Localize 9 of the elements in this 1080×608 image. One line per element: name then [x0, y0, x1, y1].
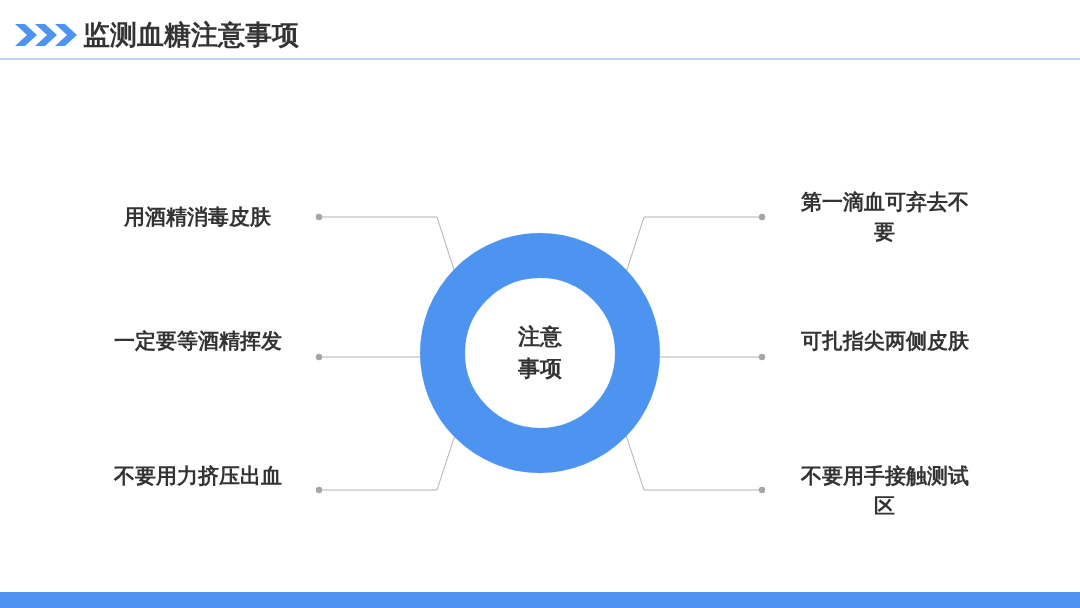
tip-text: 可扎指尖两侧皮肤 [799, 328, 970, 355]
tip-text: 用酒精消毒皮肤 [123, 204, 272, 231]
tip-text: 不要用力挤压出血 [112, 463, 283, 490]
tip-text: 第一滴血可弃去不要 [799, 189, 970, 246]
page-title: 监测血糖注意事项 [83, 18, 299, 52]
tip-text: 一定要等酒精挥发 [112, 328, 283, 355]
ring-shape [420, 233, 660, 473]
tip-text: 不要用手接触测试区 [799, 463, 970, 520]
center-text: 注意事项 [517, 323, 563, 383]
